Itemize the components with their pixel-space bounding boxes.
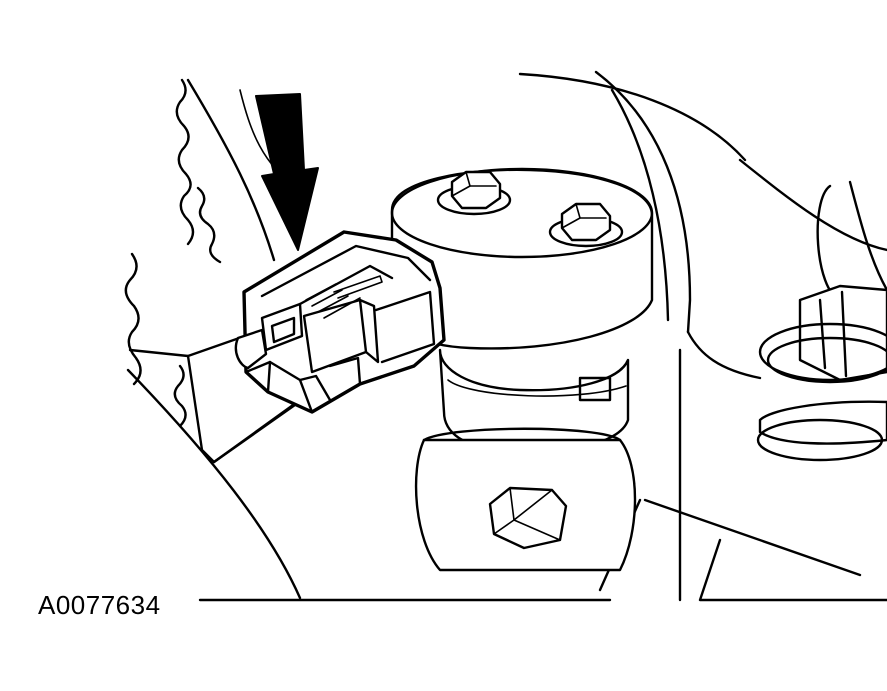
top-bolt-right: [548, 202, 624, 248]
top-bolt-left: [436, 170, 512, 216]
down-arrow-icon: [255, 93, 319, 251]
figure-id-label: A0077634: [38, 590, 161, 620]
mounting-nut-right: [756, 180, 887, 462]
break-lines: [124, 78, 222, 428]
engine-block-outline: [126, 70, 887, 602]
electrical-connector: [234, 230, 446, 414]
